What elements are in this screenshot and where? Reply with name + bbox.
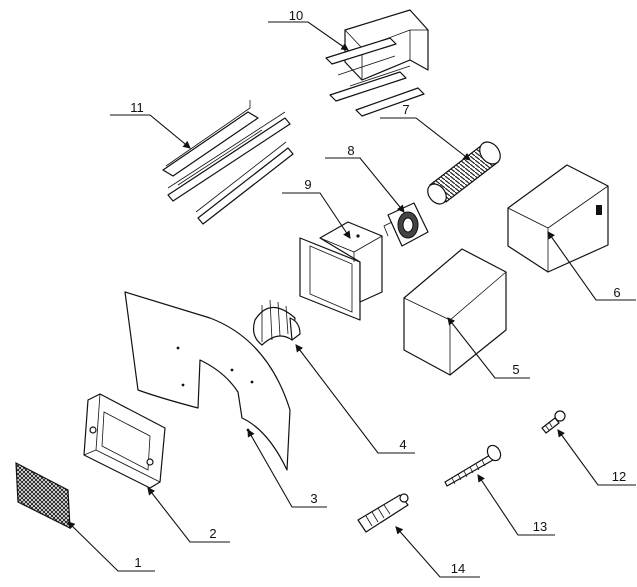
callout-2: 2 — [209, 526, 216, 541]
callout-14: 14 — [451, 561, 465, 576]
part-9-fan-housing — [299, 221, 383, 321]
callout-10: 10 — [289, 8, 303, 23]
callout-9: 9 — [304, 177, 311, 192]
part-4-blower-wheel — [252, 299, 301, 346]
callout-3: 3 — [310, 491, 317, 506]
part-1-mesh-grille — [15, 461, 71, 529]
part-7-filter-cartridge — [427, 141, 501, 205]
part-11-rails — [162, 100, 294, 225]
part-2-front-frame — [83, 393, 166, 489]
callout-6: 6 — [613, 285, 620, 300]
part-6-duct-box-large — [507, 164, 609, 273]
callout-5: 5 — [512, 362, 519, 377]
part-3-curved-panel — [124, 291, 291, 471]
callout-12: 12 — [612, 469, 626, 484]
part-8-fan-motor — [383, 202, 429, 247]
callout-7: 7 — [402, 102, 409, 117]
part-14-wall-anchor — [357, 493, 409, 533]
callout-labels: 10 11 7 8 9 6 5 4 3 2 1 12 13 14 — [130, 8, 626, 576]
part-12-small-screw — [541, 410, 566, 434]
part-13-long-screw — [444, 444, 502, 487]
part-10-bracket-frame — [325, 9, 429, 117]
callout-4: 4 — [399, 437, 406, 452]
callout-8: 8 — [347, 143, 354, 158]
part-5-duct-box-medium — [403, 248, 507, 376]
callout-11: 11 — [130, 100, 144, 115]
callout-13: 13 — [533, 519, 547, 534]
leader-lines — [67, 21, 636, 578]
callout-1: 1 — [134, 555, 141, 570]
